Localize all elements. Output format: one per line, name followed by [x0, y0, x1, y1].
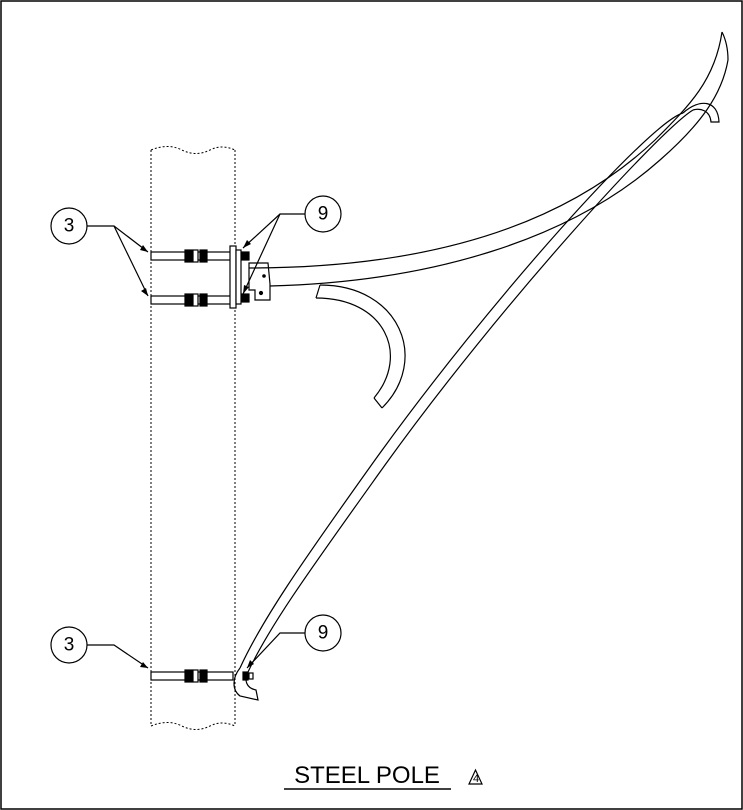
callout-lower-clamp-number: 3	[64, 635, 75, 656]
mast-arm	[248, 31, 729, 287]
callout-lower-arm-number: 9	[318, 623, 329, 644]
steel-pole	[150, 146, 236, 730]
callout-lower-arm: 9	[246, 614, 342, 669]
lower-clamp-band	[150, 669, 234, 683]
revision-delta-icon: 4	[468, 768, 483, 785]
callout-upper-clamp: 3	[50, 207, 149, 297]
upper-clamp-band-2	[150, 293, 234, 307]
callout-upper-arm: 9	[242, 195, 342, 295]
callout-upper-arm-number: 9	[318, 204, 329, 225]
brace-foot	[233, 667, 259, 701]
callout-lower-clamp: 3	[50, 626, 149, 669]
upper-clamp-band-1	[150, 249, 234, 263]
revision-mark: 4	[473, 773, 479, 785]
callout-upper-clamp-number: 3	[64, 216, 75, 237]
support-brace	[239, 102, 720, 673]
drawing-title: STEEL POLE 4	[284, 762, 483, 790]
scroll-ornament	[315, 284, 406, 409]
mounting-bracket	[229, 245, 271, 309]
title-text: STEEL POLE	[294, 762, 440, 789]
